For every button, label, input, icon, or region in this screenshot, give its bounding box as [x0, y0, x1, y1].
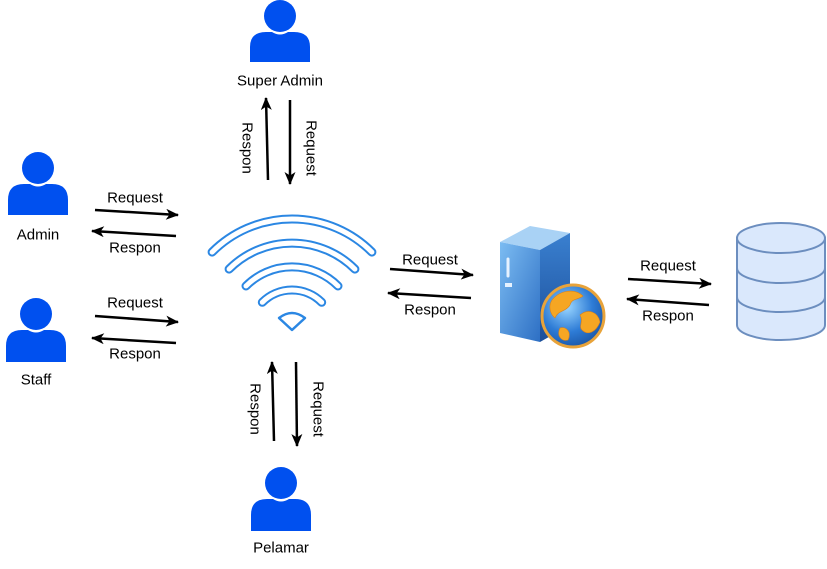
web-server-response-arrow	[387, 288, 472, 300]
pelamar-label: Pelamar	[253, 540, 309, 557]
admin-response-label: Respon	[109, 240, 161, 257]
wifi-icon	[207, 214, 377, 332]
database-icon	[736, 222, 826, 341]
super-admin-response-arrow	[260, 97, 272, 181]
super-admin-response-label: Respon	[239, 122, 256, 174]
pelamar-response-arrow	[266, 361, 278, 442]
web-server-icon	[500, 226, 606, 349]
web-server-request-arrow	[389, 267, 474, 280]
pelamar-response-label: Respon	[247, 383, 264, 435]
staff-request-arrow	[94, 314, 179, 327]
database-response-arrow	[626, 294, 710, 307]
web-server-request-label: Request	[402, 252, 459, 269]
database-request-label: Request	[640, 258, 697, 275]
database-response-label: Respon	[642, 308, 694, 325]
admin-user-icon	[8, 152, 68, 215]
pelamar-user-icon	[251, 467, 311, 531]
super-admin-request-label: Request	[303, 120, 320, 177]
globe-icon	[540, 283, 606, 349]
staff-request-label: Request	[107, 295, 164, 312]
admin-request-label: Request	[107, 190, 164, 207]
admin-label: Admin	[17, 227, 60, 244]
super-admin-label: Super Admin	[237, 73, 323, 90]
pelamar-request-label: Request	[310, 381, 327, 438]
staff-response-label: Respon	[109, 346, 161, 363]
admin-response-arrow	[91, 226, 177, 238]
staff-response-arrow	[91, 333, 177, 345]
database-request-arrow	[627, 277, 712, 289]
web-server-response-label: Respon	[404, 302, 456, 319]
super-admin-user-icon	[250, 0, 310, 62]
admin-request-arrow	[94, 208, 179, 220]
staff-label: Staff	[21, 372, 52, 389]
staff-user-icon	[6, 298, 66, 362]
pelamar-request-arrow	[291, 361, 303, 447]
